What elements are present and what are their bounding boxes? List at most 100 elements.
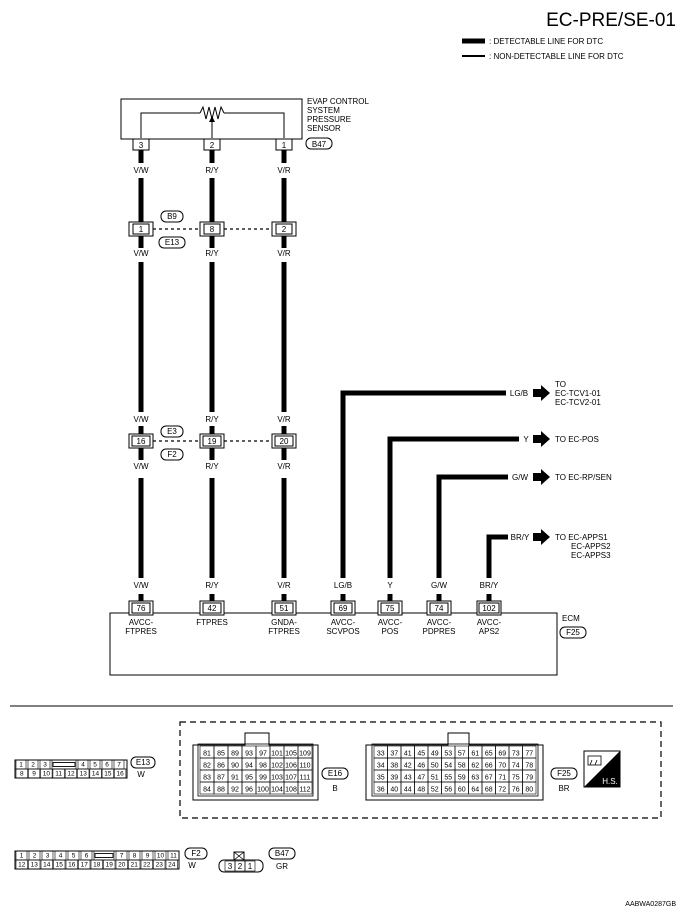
pin-number: 104 [271,787,283,794]
pin-cell [77,768,90,779]
pin-number: 91 [231,775,239,782]
pin-number: 56 [444,787,452,794]
legend: : DETECTABLE LINE FOR DTC : NON-DETECTAB… [462,37,624,61]
e13-id: E13 [136,758,151,767]
joint2-pin: 16 [137,437,146,446]
pin-number: 2 [31,762,35,769]
pin-cell [153,859,166,870]
pin-cell [53,859,66,870]
pin-number: 10 [157,853,165,860]
pin-number: 13 [80,771,88,778]
pin-number: 69 [498,751,506,758]
sensor-connector-id: B47 [312,140,327,149]
pin-number: 90 [231,763,239,770]
pin-number: 9 [32,771,36,778]
wire-color-label: LG/B [334,581,352,590]
joint1-upper-id: B9 [167,212,177,221]
reference-code: AABWA0287GB [625,901,676,908]
pin-number: 101 [271,751,283,758]
wire-color-label: V/R [277,581,291,590]
pin-number: 47 [417,775,425,782]
pin-number: 83 [203,775,211,782]
pin-cell [15,859,28,870]
ecm-label: ECM [562,614,580,623]
pin-number: 110 [299,763,310,770]
ecm-module: ECM F25 76 42 51 69 75 74 102 AVCC- FTPR… [109,600,587,676]
pin-number: 37 [390,751,398,758]
pin-number: 77 [525,751,533,758]
pin-number: 3 [43,762,47,769]
sensor-name-4: SENSOR [307,124,341,133]
wire-color-label: V/R [277,249,291,258]
pin-cell [114,768,127,779]
pin-number: 93 [245,751,253,758]
ecm-pin: 76 [137,604,146,613]
sensor-pin-2: 2 [210,141,215,150]
pin-number: 15 [104,771,112,778]
joint1-lower-id: E13 [165,238,180,247]
pin-number: 73 [512,751,520,758]
pin-number: 72 [498,787,506,794]
pin-number: 10 [43,771,51,778]
lock-slot [52,762,76,767]
pin-number: 71 [498,775,506,782]
joint2-pin: 20 [280,437,289,446]
pin-cell [522,781,537,795]
joint2-pin: 19 [208,437,217,446]
pin-number: 34 [377,763,385,770]
pin-number: 48 [417,787,425,794]
pin-number: 62 [471,763,479,770]
arrow-right-icon [533,385,550,401]
pin-number: 45 [417,751,425,758]
pin-number: 74 [512,763,520,770]
pin-number: 17 [81,862,89,869]
wire-color-label: V/W [133,249,149,258]
joint-connector-b9-e13: 1 8 2 B9 E13 [128,210,297,249]
pin-number: 54 [444,763,452,770]
b47-pin: 3 [228,862,233,871]
hs-icon: H.S. [583,750,621,788]
pin-number: 1 [20,853,24,860]
f25-color: BR [558,784,569,793]
pin-number: 4 [59,853,63,860]
ecm-pin-name: AVCC- [477,618,502,627]
branch-dest: EC-APPS2 [571,542,611,551]
legend-non-detectable: : NON-DETECTABLE LINE FOR DTC [489,52,624,61]
pin-number: 87 [217,775,225,782]
branch-color-label: BR/Y [511,533,530,542]
wire-color-label: V/R [277,415,291,424]
hs-label: H.S. [602,777,618,786]
pin-number: 6 [105,762,109,769]
pin-cell [165,859,178,870]
arrow-right-icon [533,431,550,447]
sensor-name-3: PRESSURE [307,115,351,124]
pin-number: 75 [512,775,520,782]
branch-dest: EC-TCV1-01 [555,389,601,398]
pin-cell [115,859,128,870]
pin-cell [40,768,53,779]
branch-dest: TO EC-APPS1 [555,533,608,542]
ecm-pin-name: APS2 [479,627,500,636]
pin-number: 5 [72,853,76,860]
b47-pin: 2 [238,862,243,871]
wire-color-label: G/W [431,581,447,590]
branch-wires: LG/B Y G/W BR/Y TO EC-TCV1-01 EC-TCV2-01… [334,380,612,601]
pin-number: 108 [285,787,297,794]
e13-color: W [137,770,145,779]
f2-color: W [188,861,196,870]
wire-color-label: R/Y [205,249,219,258]
pin-number: 67 [485,775,493,782]
pin-number: 39 [390,775,398,782]
pin-cell [297,781,313,795]
pin-number: 53 [444,751,452,758]
sensor-pin-3: 1 [282,141,287,150]
pin-number: 79 [525,775,533,782]
pin-number: 55 [444,775,452,782]
connector-b47: 3 2 1 B47 GR [218,847,296,873]
ecm-pin-name: AVCC- [129,618,154,627]
pin-number: 81 [203,751,211,758]
b47-id: B47 [275,849,290,858]
